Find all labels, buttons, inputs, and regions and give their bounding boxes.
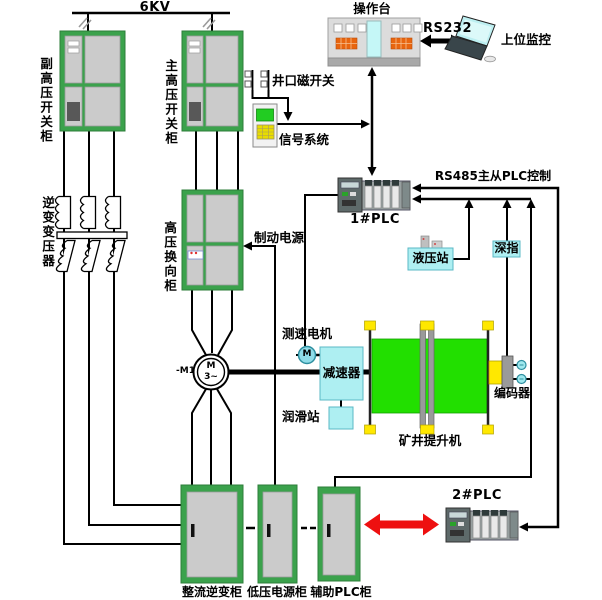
aux-hv-cabinet-label: 副高压开关柜	[38, 57, 54, 144]
motor-tag-label: -M1	[176, 366, 195, 376]
aux-plc-cabinet-label: 辅助PLC柜	[310, 585, 372, 599]
main-hv-switch-cabinet	[181, 30, 244, 132]
lube-station-box	[328, 406, 354, 430]
bus-voltage-label: 6KV	[139, 0, 171, 15]
rectifier-inverter-cabinet	[180, 484, 244, 584]
tacho-letter-label: M	[302, 349, 312, 359]
mine-hoist-label: 矿井提升机	[398, 433, 462, 448]
signal-system-keypad	[252, 103, 278, 148]
plc2-module	[445, 507, 519, 543]
encoder-label: 编码器	[494, 386, 531, 400]
mine-hoist-assembly	[364, 320, 494, 435]
rs232-label: RS232	[423, 21, 473, 36]
tacho-motor-label: 测速电机	[282, 326, 333, 341]
host-monitor-label: 上位监控	[501, 32, 552, 47]
host-laptop-icon	[444, 15, 496, 63]
hv-reversing-cabinet	[181, 189, 244, 291]
arrowheads	[243, 67, 536, 532]
hv-reversing-cabinet-label: 高压换向柜	[162, 221, 178, 294]
lube-station-label: 润滑站	[282, 409, 320, 424]
aux-plc-cabinet	[317, 486, 361, 582]
motor-letter-label: M	[206, 361, 216, 371]
tacho-motor-symbol	[297, 345, 317, 365]
aux-hv-switch-cabinet	[59, 30, 126, 132]
hydraulic-station-box	[407, 235, 454, 271]
console-label: 操作台	[353, 1, 391, 16]
rs485-label: RS485主从PLC控制	[434, 169, 552, 183]
depth-indicator-box	[492, 240, 521, 258]
reducer-box	[319, 346, 364, 401]
operator-console	[327, 17, 423, 67]
brake-power-label: 制动电源	[254, 230, 305, 245]
motor-phase-label: 3~	[204, 372, 218, 382]
main-hv-cabinet-label: 主高压开关柜	[163, 59, 179, 146]
plc1-label: 1#PLC	[350, 212, 400, 227]
console-button-grid	[335, 37, 413, 50]
inverter-transformer-symbol	[54, 195, 128, 273]
rectifier-inverter-cabinet-label: 整流逆变柜	[181, 585, 242, 599]
depth-indicator-label: 深指	[494, 241, 519, 255]
reducer-label: 减速器	[322, 365, 361, 380]
aux-plc-exchange-arrow	[364, 513, 439, 536]
disconnect-slash-icon	[78, 17, 216, 30]
hydraulic-station-label: 液压站	[412, 251, 449, 265]
inverter-transformer-label: 逆变变压器	[40, 196, 56, 269]
signal-system-label: 信号系统	[279, 132, 330, 147]
magnetic-switch-icon	[244, 70, 270, 90]
wellhead-switch-label: 井口磁开关	[272, 73, 335, 88]
lv-power-cabinet-label: 低压电源柜	[246, 585, 307, 599]
encoder-assembly	[488, 355, 527, 389]
lv-power-cabinet	[257, 484, 298, 584]
plc2-label: 2#PLC	[452, 488, 502, 503]
plc1-module	[337, 177, 411, 213]
signal-lines	[246, 74, 560, 530]
main-motor-symbol	[192, 353, 230, 391]
